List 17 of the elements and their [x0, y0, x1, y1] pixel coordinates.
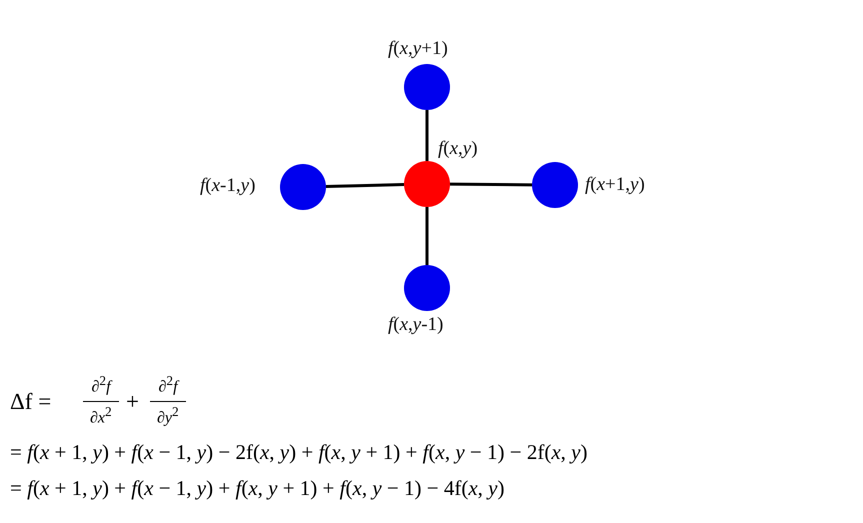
point-label: f(x-1,y) [200, 175, 256, 197]
point-label: f(x,y) [438, 138, 478, 160]
connector-line [426, 110, 428, 161]
point-label: f(x,y+1) [388, 38, 448, 60]
formula-line: = f(x + 1, y) + f(x − 1, y) − 2f(x, y) + f(x, y + 1) + f(x, y − 1) − 2f(x, y) [10, 440, 588, 465]
connector-line [426, 207, 428, 265]
numerator: ∂$^{2}$f [158, 373, 178, 396]
formula-line: = f(x + 1, y) + f(x − 1, y) + f(x, y + 1) + f(x, y − 1) − 4f(x, y) [10, 476, 504, 501]
formula-text: Δf = [10, 389, 52, 415]
point-label: f(x,y-1) [388, 314, 444, 336]
point-label: f(x+1,y) [585, 174, 645, 196]
denominator: ∂x$^{2}$ [90, 404, 112, 428]
connector-line [326, 183, 404, 188]
connector-line [450, 182, 532, 186]
numerator: ∂$^{2}$f [92, 373, 111, 396]
formula-text: + [126, 389, 139, 415]
denominator: ∂y$^{2}$ [157, 404, 179, 428]
